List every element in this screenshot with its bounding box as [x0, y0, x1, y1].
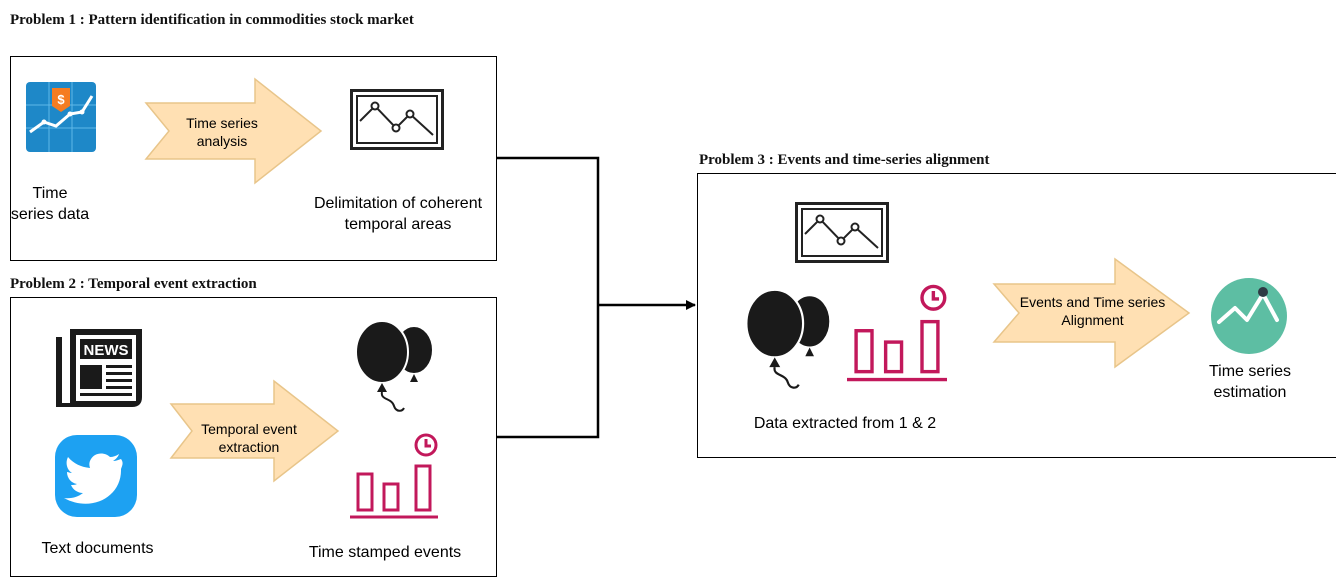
news-text: NEWS: [84, 342, 129, 359]
problem1-arrow: [144, 77, 323, 185]
newspaper-icon: NEWS: [56, 329, 142, 407]
problem2-title: Problem 2 : Temporal event extraction: [10, 276, 257, 292]
time-series-estimation-icon: [1211, 278, 1287, 354]
svg-text:$: $: [57, 92, 65, 107]
problem2-arrow-label: Temporal event extraction: [201, 421, 297, 455]
finance-chart-icon: $: [26, 82, 96, 152]
problem3-output-label: Time series estimation: [1208, 363, 1292, 401]
problem1-arrow-label: Time series analysis: [186, 115, 258, 149]
problem2-arrow: [169, 379, 340, 483]
line-chart-icon: [350, 89, 444, 150]
problem1-title: Problem 1 : Pattern identification in co…: [10, 12, 414, 28]
balloons-icon: [745, 288, 832, 389]
problem2-input-label: Text documents: [41, 540, 154, 557]
timestamp-bars-icon: [847, 284, 947, 382]
twitter-icon: [55, 435, 137, 517]
problem3-arrow-label: Events and Time series Alignment: [1019, 294, 1166, 328]
timestamp-bars-icon: [350, 433, 438, 519]
problem3-title: Problem 3 : Events and time-series align…: [699, 152, 990, 168]
problem3-arrow: [992, 257, 1191, 369]
problem1-input-label: Time series data: [10, 185, 90, 223]
line-chart-icon: [795, 202, 889, 263]
problem1-output-label: Delimitation of coherent temporal areas: [313, 195, 483, 233]
problem2-output-label: Time stamped events: [308, 544, 462, 561]
problem3-input-label: Data extracted from 1 & 2: [753, 415, 937, 432]
balloons-icon: [355, 320, 434, 412]
